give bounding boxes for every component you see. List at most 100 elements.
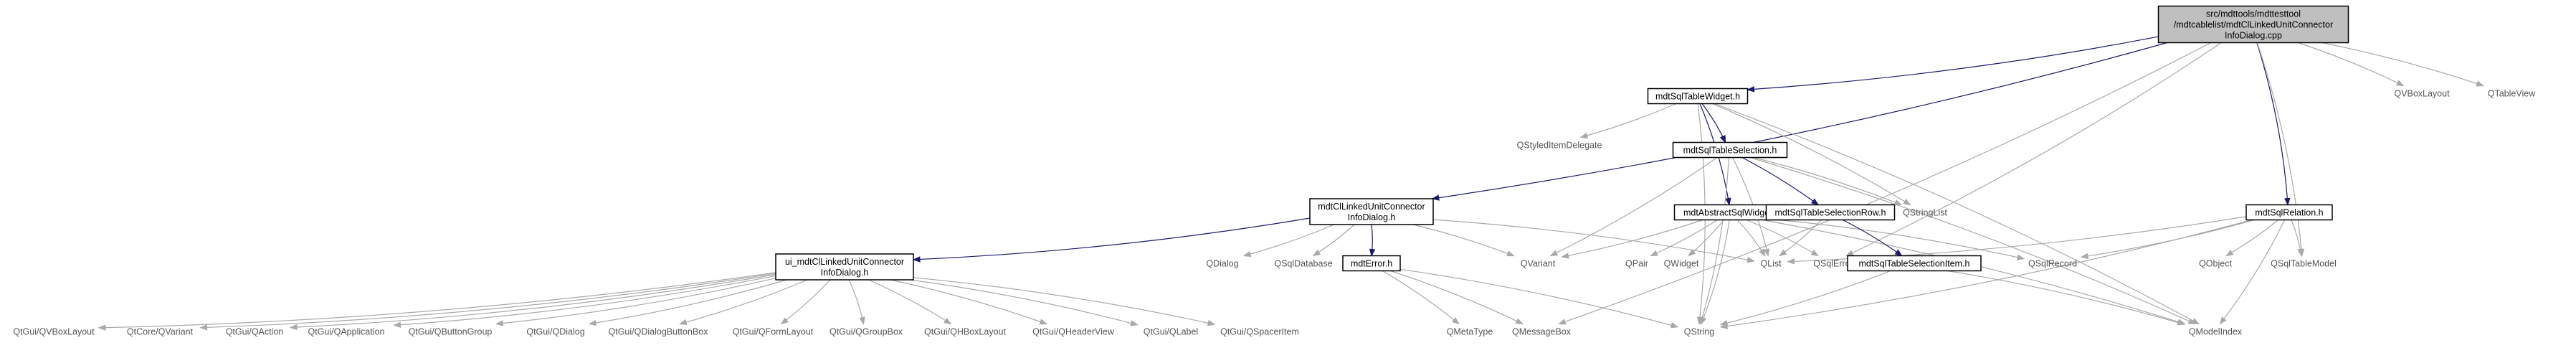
node-label: /mdtcablelist/mdtClLinkedUnitConnector	[2174, 20, 2333, 30]
node-QtGui_QFormLayout: QtGui/QFormLayout	[733, 327, 814, 337]
node-label: ui_mdtClLinkedUnitConnector	[785, 257, 904, 267]
node-label: QtGui/QVBoxLayout	[13, 327, 95, 337]
node-mdtAbstractSqlWidget[interactable]: mdtAbstractSqlWidget.h	[1673, 204, 1790, 221]
node-label: QMetaType	[1447, 327, 1493, 337]
edge-mdtSqlRelation-to-QString	[1720, 219, 2253, 328]
node-QtGui_QSpacerItem: QtGui/QSpacerItem	[1220, 327, 1299, 337]
node-QStringList: QStringList	[1903, 208, 1947, 218]
arrowhead-icon	[1579, 132, 1589, 139]
edge-uiDialog-to-QtGui_QAction	[290, 273, 776, 329]
node-label: QDialog	[1206, 259, 1238, 269]
node-label: QtGui/QAction	[226, 327, 284, 337]
node-mdtSqlTableSelectionItem[interactable]: mdtSqlTableSelectionItem.h	[1847, 255, 1982, 272]
node-box	[1309, 198, 1434, 225]
arrowhead-icon	[2297, 248, 2304, 257]
edge-root-to-QTableView	[2321, 42, 2484, 87]
node-mdtError[interactable]: mdtError.h	[1342, 255, 1401, 272]
edge-mdtAbstractSqlWidget-to-QModelIndex	[1762, 219, 2185, 325]
node-label: QModelIndex	[2189, 327, 2243, 337]
edge-mdtAbstractSqlWidget-to-QSqlError	[1746, 219, 1819, 257]
arrowhead-icon	[393, 321, 401, 328]
arrowhead-icon	[2177, 319, 2185, 326]
edge-uiDialog-to-QtGui_QGroupBox	[848, 279, 865, 324]
node-label: QtGui/QButtonGroup	[409, 327, 493, 337]
edge-root-to-QSqlTableModel	[2256, 42, 2303, 256]
node-QMessageBox: QMessageBox	[1512, 327, 1572, 337]
arrowhead-icon	[1369, 248, 1376, 257]
node-label: QVariant	[1521, 259, 1556, 269]
edge-root-to-mdtSqlTableWidget	[1747, 36, 2159, 90]
arrowhead-icon	[1312, 249, 1321, 257]
node-QtCore_QVariant: QtCore/QVariant	[127, 327, 194, 337]
node-QSqlDatabase: QSqlDatabase	[1274, 259, 1332, 269]
edge-uiDialog-to-QtGui_QHeaderView	[890, 279, 1047, 325]
arrowhead-icon	[1763, 248, 1770, 257]
arrowhead-icon	[1787, 258, 1795, 265]
arrowhead-icon	[1561, 253, 1569, 259]
edge-uiDialog-to-QtGui_QSpacerItem	[913, 277, 1215, 325]
node-mdtSqlRelation[interactable]: mdtSqlRelation.h	[2245, 204, 2333, 221]
node-QPair: QPair	[1625, 259, 1648, 269]
arrowhead-icon	[1893, 199, 1903, 206]
arrowhead-icon	[495, 320, 504, 326]
node-QtGui_QHeaderView: QtGui/QHeaderView	[1032, 327, 1115, 337]
node-label: QStringList	[1903, 208, 1947, 218]
arrowhead-icon	[2219, 316, 2227, 325]
edge-root-to-QMessageBox	[1559, 42, 2212, 325]
node-label: QSqlTableModel	[2271, 259, 2337, 269]
node-QSqlRecord: QSqlRecord	[2028, 259, 2077, 269]
edge-uiDialog-to-QtGui_QVBoxLayout	[98, 272, 776, 329]
graph-nodes: src/mdttools/mdttesttool/mdtcablelist/md…	[13, 5, 2536, 337]
node-box	[775, 253, 914, 281]
node-label: mdtError.h	[1351, 259, 1392, 269]
edge-mdtClLinkedUnitConnectorInfoDialog-to-uiDialog	[913, 217, 1311, 260]
node-label: QtGui/QDialogButtonBox	[609, 327, 709, 337]
arrowhead-icon	[2395, 80, 2405, 87]
edge-uiDialog-to-QtGui_QHBoxLayout	[868, 279, 951, 325]
node-QList: QList	[1760, 259, 1782, 269]
arrowhead-icon	[1549, 250, 1559, 257]
node-QtGui_QHBoxLayout: QtGui/QHBoxLayout	[924, 327, 1006, 337]
edge-uiDialog-to-QtGui_QDialogButtonBox	[680, 279, 808, 325]
node-label: mdtSqlTableWidget.h	[1655, 92, 1740, 102]
node-QtGui_QGroupBox: QtGui/QGroupBox	[830, 327, 903, 337]
arrowhead-icon	[1688, 249, 1696, 257]
arrowhead-icon	[1810, 198, 1820, 206]
arrowhead-icon	[1779, 249, 1787, 257]
node-label: QVBoxLayout	[2394, 89, 2450, 99]
node-QtGui_QDialog: QtGui/QDialog	[526, 327, 584, 337]
node-QObject: QObject	[2199, 259, 2232, 269]
edge-mdtClLinkedUnitConnectorInfoDialog-to-QList	[1432, 219, 1754, 262]
edge-mdtSqlTableWidget-to-QStringList	[1712, 103, 1911, 206]
node-QVBoxLayout: QVBoxLayout	[2394, 89, 2450, 99]
edge-mdtClLinkedUnitConnectorInfoDialog-to-QSqlDatabase	[1313, 224, 1355, 257]
edge-mdtError-to-QMetaType	[1382, 270, 1460, 324]
node-QModelIndex: QModelIndex	[2189, 327, 2243, 337]
node-label: QSqlDatabase	[1274, 259, 1332, 269]
node-QDialog: QDialog	[1206, 259, 1238, 269]
edge-mdtSqlTableSelection-to-QStringList	[1753, 156, 1902, 206]
graph-edges	[98, 36, 2484, 331]
node-mdtSqlTableSelectionRow[interactable]: mdtSqlTableSelectionRow.h	[1765, 204, 1896, 221]
edge-uiDialog-to-QtGui_QApplication	[394, 275, 776, 326]
node-label: QSqlRecord	[2028, 259, 2077, 269]
node-label: QtGui/QDialog	[526, 327, 584, 337]
arrowhead-icon	[1894, 249, 1903, 257]
arrowhead-icon	[2225, 250, 2234, 257]
node-QtGui_QButtonGroup: QtGui/QButtonGroup	[409, 327, 493, 337]
arrowhead-icon	[289, 324, 298, 331]
node-mdtSqlTableSelection[interactable]: mdtSqlTableSelection.h	[1672, 141, 1788, 159]
edge-mdtError-to-QMessageBox	[1390, 270, 1524, 325]
edge-mdtSqlTableSelectionRow-to-mdtSqlTableSelectionItem	[1843, 219, 1903, 256]
edge-uiDialog-to-QtGui_QLabel	[909, 279, 1138, 326]
arrowhead-icon	[2187, 318, 2197, 325]
arrowhead-icon	[912, 256, 921, 263]
node-label: QtGui/QFormLayout	[733, 327, 814, 337]
node-mdtSqlTableWidget[interactable]: mdtSqlTableWidget.h	[1647, 88, 1749, 105]
arrowhead-icon	[1845, 250, 1854, 257]
node-QtGui_QDialogButtonBox: QtGui/QDialogButtonBox	[609, 327, 709, 337]
node-label: mdtAbstractSqlWidget.h	[1683, 208, 1779, 218]
node-root[interactable]: src/mdttools/mdttesttool/mdtcablelist/md…	[2157, 5, 2349, 44]
